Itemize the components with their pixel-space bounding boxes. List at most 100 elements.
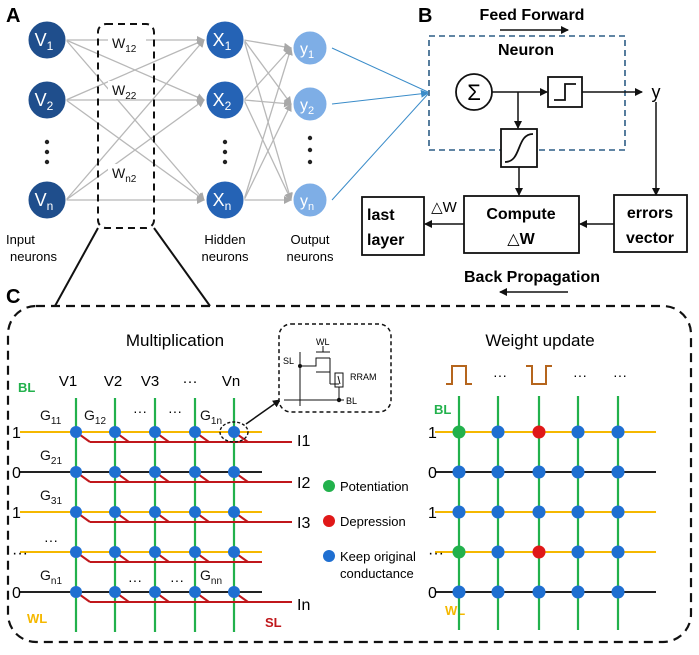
output-neurons-label-2: neurons (287, 249, 334, 264)
update-cell-r4-c5 (611, 545, 625, 559)
conductance-label-6-main: G (40, 567, 51, 583)
network-edge (243, 47, 292, 101)
neuron-label: Neuron (498, 42, 554, 59)
input-neuron-label-3-main: V (35, 190, 47, 210)
feed-forward-label: Feed Forward (480, 7, 585, 24)
update-cell-r1-c4 (571, 425, 585, 439)
network-edge (65, 39, 205, 101)
output-neuron-3 (292, 182, 328, 218)
conductance-label-4-sub: 21 (51, 456, 63, 467)
network-edge (65, 99, 205, 201)
bl-label-left: BL (18, 380, 35, 395)
legend-label-3-line2: conductance (340, 566, 414, 581)
crossbar-cell-r3-c4 (189, 506, 201, 518)
input-neuron-1 (27, 20, 67, 60)
column-label-2: V2 (104, 373, 122, 390)
input-neuron-3 (27, 180, 67, 220)
multiplication-crossbar (20, 398, 292, 632)
panel-label-c: C (6, 286, 20, 308)
output-neurons-label-1: Output (290, 232, 329, 247)
update-cell-r5-c2 (491, 585, 505, 599)
inset-sl-label: SL (283, 356, 294, 366)
conductance-label-7: Gnn (200, 567, 222, 587)
update-cell-r3-c5 (611, 505, 625, 519)
network-edge (243, 39, 293, 201)
hidden-neuron-3 (205, 180, 245, 220)
hidden-neuron-label-3-main: X (213, 190, 225, 210)
crossbar-cell-r4-c3 (149, 546, 161, 558)
delta-w-label: △W (431, 199, 458, 216)
crossbar-cell-r1-c3 (149, 426, 161, 438)
conductance-label-5-main: G (40, 487, 51, 503)
grid-ellipsis: ··· (128, 572, 142, 588)
update-cell-r4-c4 (571, 545, 585, 559)
row-input-labels: 101···0 (12, 425, 28, 602)
pulse-ellipsis-2: ··· (573, 367, 587, 383)
hidden-neuron-2 (205, 80, 245, 120)
update-cell-r2-c5 (611, 465, 625, 479)
update-row-input-3: 1 (428, 505, 437, 522)
row-input-4: ··· (12, 545, 28, 562)
legend-swatch-1 (323, 480, 335, 492)
crossbar-cell-r5-c1 (70, 586, 82, 598)
crossbar-cell-r3-c3 (149, 506, 161, 518)
column-label-5: Vn (222, 373, 240, 390)
wl-label-left: WL (27, 611, 47, 626)
network-edge (243, 39, 292, 51)
input-neurons-label-1: Input (6, 232, 35, 247)
crossbar-cell-r5-c2 (109, 586, 121, 598)
inset-wl-label: WL (316, 337, 330, 347)
weight-selection-box (97, 23, 155, 229)
sum-symbol: Σ (467, 80, 481, 105)
zoom-line-right (153, 227, 211, 307)
connector-to-neuron-1 (331, 47, 429, 93)
sl-label: SL (265, 615, 282, 630)
hidden-neuron-label-2-sub: 2 (225, 99, 232, 113)
network-edge (243, 103, 292, 201)
output-neuron-1 (292, 30, 328, 66)
crossbar-cell-r2-c3 (149, 466, 161, 478)
output-neuron-label-3-main: y (300, 193, 308, 210)
update-cell-r5-c4 (571, 585, 585, 599)
legend-swatch-3 (323, 550, 335, 562)
weight-label-1: W12 (112, 35, 137, 55)
row-input-3: 1 (12, 505, 21, 522)
last-layer-box (361, 196, 425, 256)
crossbar-cell-r4-c2 (109, 546, 121, 558)
legend-label-1: Potentiation (340, 479, 409, 494)
output-current-2: I2 (297, 475, 310, 492)
crossbar-cell-r3-c2 (109, 506, 121, 518)
conductance-label-4: G21 (40, 447, 62, 467)
update-cell-r1-c2 (491, 425, 505, 439)
inset-bl-label: BL (346, 396, 357, 406)
conductance-label-1: G11 (40, 407, 62, 427)
row-input-5: 0 (12, 585, 21, 602)
back-propagation-label: Back Propagation (464, 269, 600, 286)
update-cell-r5-c5 (611, 585, 625, 599)
conductance-label-1-sub: 11 (51, 416, 62, 427)
hidden-neurons-label-1: Hidden (204, 232, 245, 247)
update-cell-r1-c3 (532, 425, 546, 439)
grid-ellipsis: ··· (170, 572, 184, 588)
column-label-4: ··· (183, 373, 198, 390)
conductance-label-3-sub: 1n (211, 416, 222, 427)
pulse-ellipsis-1: ··· (493, 367, 507, 383)
row-input-1: 1 (12, 425, 21, 442)
weight-update-title: Weight update (485, 331, 594, 350)
conductance-label-5-sub: 31 (51, 496, 63, 507)
weight-label-3: Wn2 (112, 165, 137, 185)
column-label-1: V1 (59, 373, 77, 390)
selected-cell-highlight (219, 421, 249, 443)
legend-label-2: Depression (340, 514, 406, 529)
crossbar-cell-r4-c4 (189, 546, 201, 558)
input-neuron-label-1: V1 (35, 30, 54, 53)
conductance-label-6-sub: n1 (51, 576, 63, 587)
output-neuron-label-2-main: y (300, 97, 308, 114)
